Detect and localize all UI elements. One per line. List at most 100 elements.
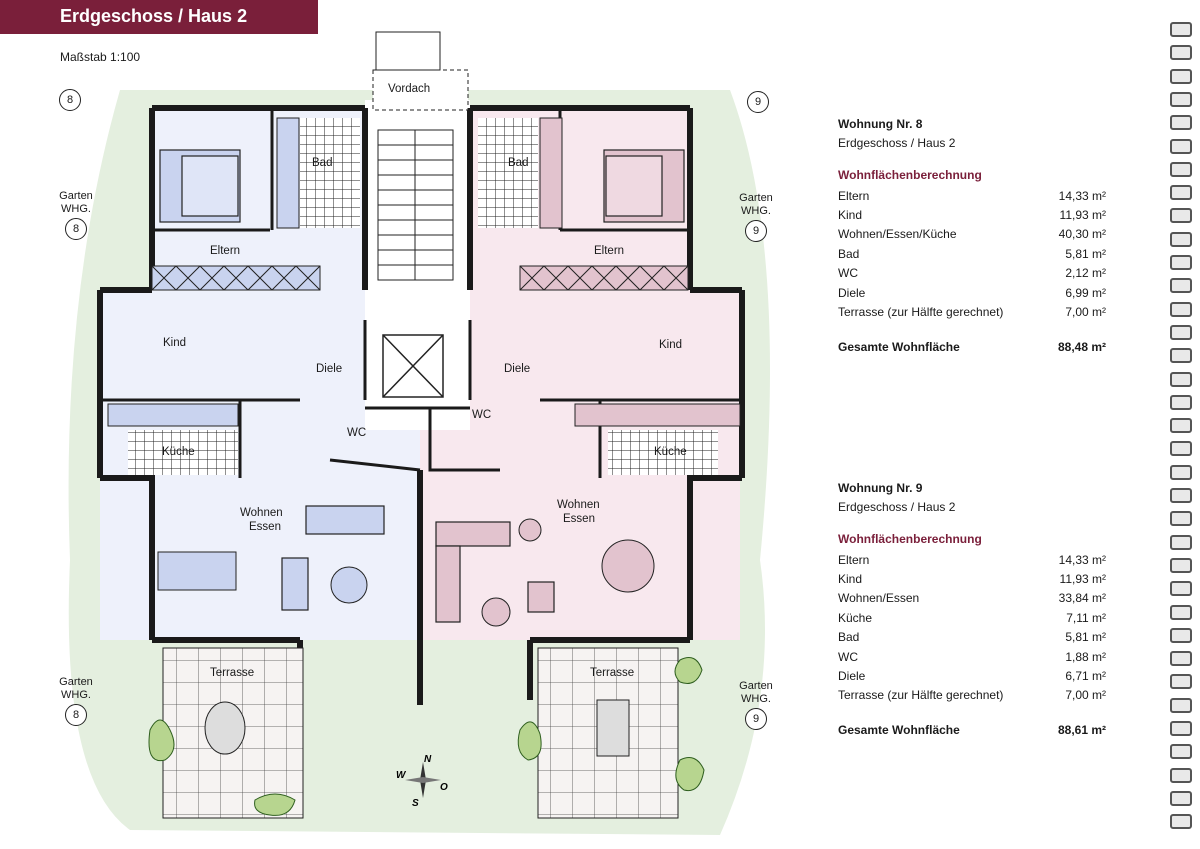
- marker-apt9: 9: [747, 91, 769, 113]
- apartment-8-info: Wohnung Nr. 8 Erdgeschoss / Haus 2 Wohnf…: [838, 117, 1106, 354]
- bed-left: [159, 149, 241, 223]
- binding-ring: [1170, 557, 1192, 573]
- terrace-table-left: [204, 701, 246, 755]
- room-label-wc-left: WC: [347, 427, 366, 439]
- room-label-kind-right: Kind: [659, 339, 682, 351]
- room-label-bad-left: Bad: [312, 157, 332, 169]
- room-label-eltern-left: Eltern: [210, 245, 240, 257]
- binding-ring: [1170, 511, 1192, 527]
- binding-ring: [1170, 814, 1192, 830]
- room-label-bad-right: Bad: [508, 157, 528, 169]
- wardrobe-right: [519, 265, 689, 291]
- calc-heading: Wohnflächenberechnung: [838, 532, 982, 546]
- kitchen-tiles-right: [608, 430, 718, 475]
- binding-ring: [1170, 744, 1192, 760]
- canopy: [372, 69, 469, 111]
- binding-ring: [1170, 22, 1192, 37]
- marker-apt8: 8: [59, 89, 81, 111]
- binding-ring: [1170, 161, 1192, 177]
- apartment-subtitle: Erdgeschoss / Haus 2: [838, 136, 956, 150]
- svg-text:S: S: [412, 798, 419, 808]
- bathtub-right: [539, 117, 563, 229]
- room-label-eltern-right: Eltern: [594, 245, 624, 257]
- room-label-terrasse-right: Terrasse: [590, 667, 634, 679]
- floor-plan: Vordach Bad Bad Eltern Eltern Kind Kind …: [68, 31, 771, 835]
- binding-ring: [1170, 231, 1192, 247]
- staircase: [377, 129, 454, 281]
- room-label-diele-right: Diele: [504, 363, 530, 375]
- dining-table-left: [157, 551, 237, 591]
- kitchen-tiles-left: [128, 430, 238, 475]
- room-label-kueche-left: Küche: [162, 446, 195, 458]
- bathroom-tiles-left: [300, 118, 360, 228]
- room-label-wc-right: WC: [472, 409, 491, 421]
- binding-ring: [1170, 45, 1192, 61]
- apartment-title: Wohnung Nr. 9: [838, 481, 923, 495]
- wardrobe-left: [151, 265, 321, 291]
- binding-ring: [1170, 697, 1192, 713]
- binding-ring: [1170, 604, 1192, 620]
- page-title: Erdgeschoss / Haus 2: [60, 6, 248, 26]
- scale-label: Maßstab 1:100: [60, 50, 141, 64]
- binding-ring: [1170, 348, 1192, 364]
- apartment-subtitle: Erdgeschoss / Haus 2: [838, 500, 956, 514]
- binding-ring: [1170, 394, 1192, 410]
- binding-ring: [1170, 721, 1192, 736]
- chair-right: [518, 518, 542, 542]
- binding-ring: [1170, 371, 1192, 387]
- binding-ring: [1170, 278, 1192, 294]
- binding-ring: [1170, 651, 1192, 667]
- binding-ring: [1170, 68, 1192, 84]
- table-left: [330, 566, 368, 604]
- binding-ring: [1170, 115, 1192, 131]
- binding-ring: [1170, 464, 1192, 480]
- binding-ring: [1170, 581, 1192, 597]
- binding-ring: [1170, 91, 1192, 107]
- title-bar: Erdgeschoss / Haus 2: [0, 0, 318, 34]
- binding-ring: [1170, 790, 1192, 806]
- area-row: Terrasse (zur Hälfte gerechnet)7,00 m²: [838, 688, 1106, 703]
- binding-ring: [1170, 138, 1192, 154]
- binding-ring: [1170, 324, 1192, 340]
- svg-text:O: O: [440, 782, 448, 793]
- binding-ring: [1170, 255, 1192, 270]
- room-label-vordach: Vordach: [388, 83, 430, 95]
- room-label-terrasse-left: Terrasse: [210, 667, 254, 679]
- room-label-kueche-right: Küche: [654, 446, 687, 458]
- spiral-binding: [1170, 22, 1200, 837]
- dining-table-right: [601, 539, 655, 593]
- binding-ring: [1170, 488, 1192, 503]
- table-right: [481, 597, 511, 627]
- plants: [148, 657, 705, 816]
- compass-icon: N S W O: [396, 754, 448, 808]
- room-label-essen-right: Essen: [563, 513, 595, 525]
- binding-ring: [1170, 627, 1192, 643]
- entrance-steps: [375, 31, 441, 71]
- elevator-shaft: [382, 334, 444, 398]
- kitchen-counter-left: [107, 403, 239, 427]
- room-label-diele-left: Diele: [316, 363, 342, 375]
- binding-ring: [1170, 208, 1192, 224]
- binding-ring: [1170, 441, 1192, 457]
- calc-heading: Wohnflächenberechnung: [838, 168, 982, 182]
- room-label-essen-left: Essen: [249, 521, 281, 533]
- kitchen-counter-right: [574, 403, 741, 427]
- bathtub-left: [276, 117, 300, 229]
